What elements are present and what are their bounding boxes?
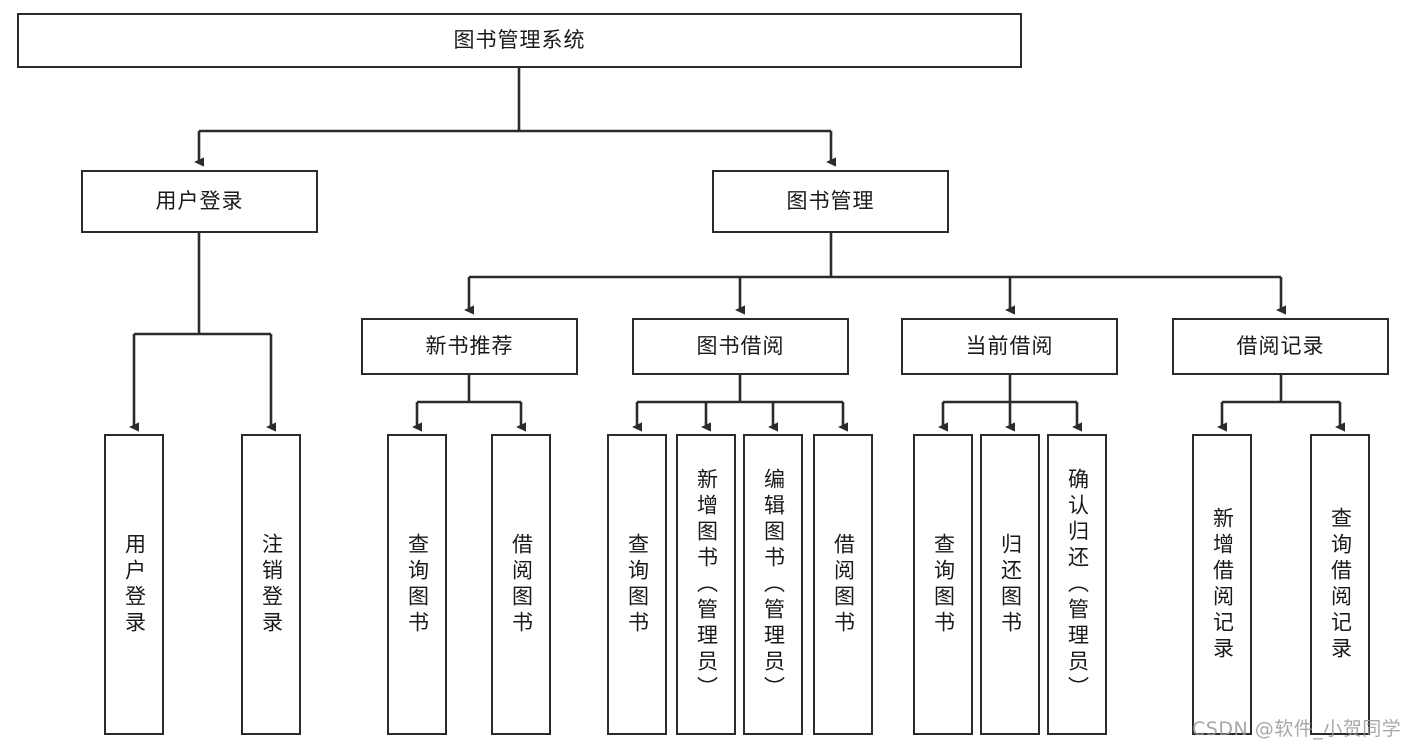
leaf-recommend-query-book[interactable]: 查询图书 (387, 434, 447, 735)
leaf-borrow-add-book-admin[interactable]: 新增图书（管理员） (676, 434, 736, 735)
node-current-borrow[interactable]: 当前借阅 (901, 318, 1118, 375)
node-label: 用户登录 (122, 532, 147, 637)
node-root-system[interactable]: 图书管理系统 (17, 13, 1022, 68)
leaf-record-add-record[interactable]: 新增借阅记录 (1192, 434, 1252, 735)
node-label: 图书管理系统 (453, 27, 586, 52)
node-label: 查询图书 (625, 532, 650, 637)
node-label: 用户登录 (155, 188, 244, 213)
leaf-record-query-record[interactable]: 查询借阅记录 (1310, 434, 1370, 735)
node-user-login[interactable]: 用户登录 (81, 170, 318, 233)
node-label: 当前借阅 (965, 333, 1054, 358)
node-label: 图书借阅 (696, 333, 785, 358)
leaf-recommend-borrow-book[interactable]: 借阅图书 (491, 434, 551, 735)
node-label: 新增借阅记录 (1210, 506, 1235, 663)
leaf-current-query-book[interactable]: 查询图书 (913, 434, 973, 735)
leaf-current-return-book[interactable]: 归还图书 (980, 434, 1040, 735)
leaf-borrow-borrow-book[interactable]: 借阅图书 (813, 434, 873, 735)
node-borrow-record[interactable]: 借阅记录 (1172, 318, 1389, 375)
leaf-user-login-login[interactable]: 用户登录 (104, 434, 164, 735)
node-label: 新书推荐 (425, 333, 514, 358)
node-book-management[interactable]: 图书管理 (712, 170, 949, 233)
node-label: 查询借阅记录 (1328, 506, 1353, 663)
leaf-borrow-query-book[interactable]: 查询图书 (607, 434, 667, 735)
node-label: 借阅记录 (1236, 333, 1325, 358)
node-label: 确认归还（管理员） (1065, 467, 1090, 702)
node-book-borrow[interactable]: 图书借阅 (632, 318, 849, 375)
node-label: 编辑图书（管理员） (761, 467, 786, 702)
node-label: 查询图书 (931, 532, 956, 637)
node-label: 借阅图书 (831, 532, 856, 637)
leaf-borrow-edit-book-admin[interactable]: 编辑图书（管理员） (743, 434, 803, 735)
leaf-user-login-logout[interactable]: 注销登录 (241, 434, 301, 735)
node-label: 注销登录 (259, 532, 284, 637)
node-label: 查询图书 (405, 532, 430, 637)
leaf-current-confirm-return-admin[interactable]: 确认归还（管理员） (1047, 434, 1107, 735)
node-label: 图书管理 (786, 188, 875, 213)
node-label: 借阅图书 (509, 532, 534, 637)
csdn-watermark: CSDN @软件_小贺同学 (1192, 718, 1402, 740)
node-new-book-recommend[interactable]: 新书推荐 (361, 318, 578, 375)
node-label: 新增图书（管理员） (694, 467, 719, 702)
node-label: 归还图书 (998, 532, 1023, 637)
